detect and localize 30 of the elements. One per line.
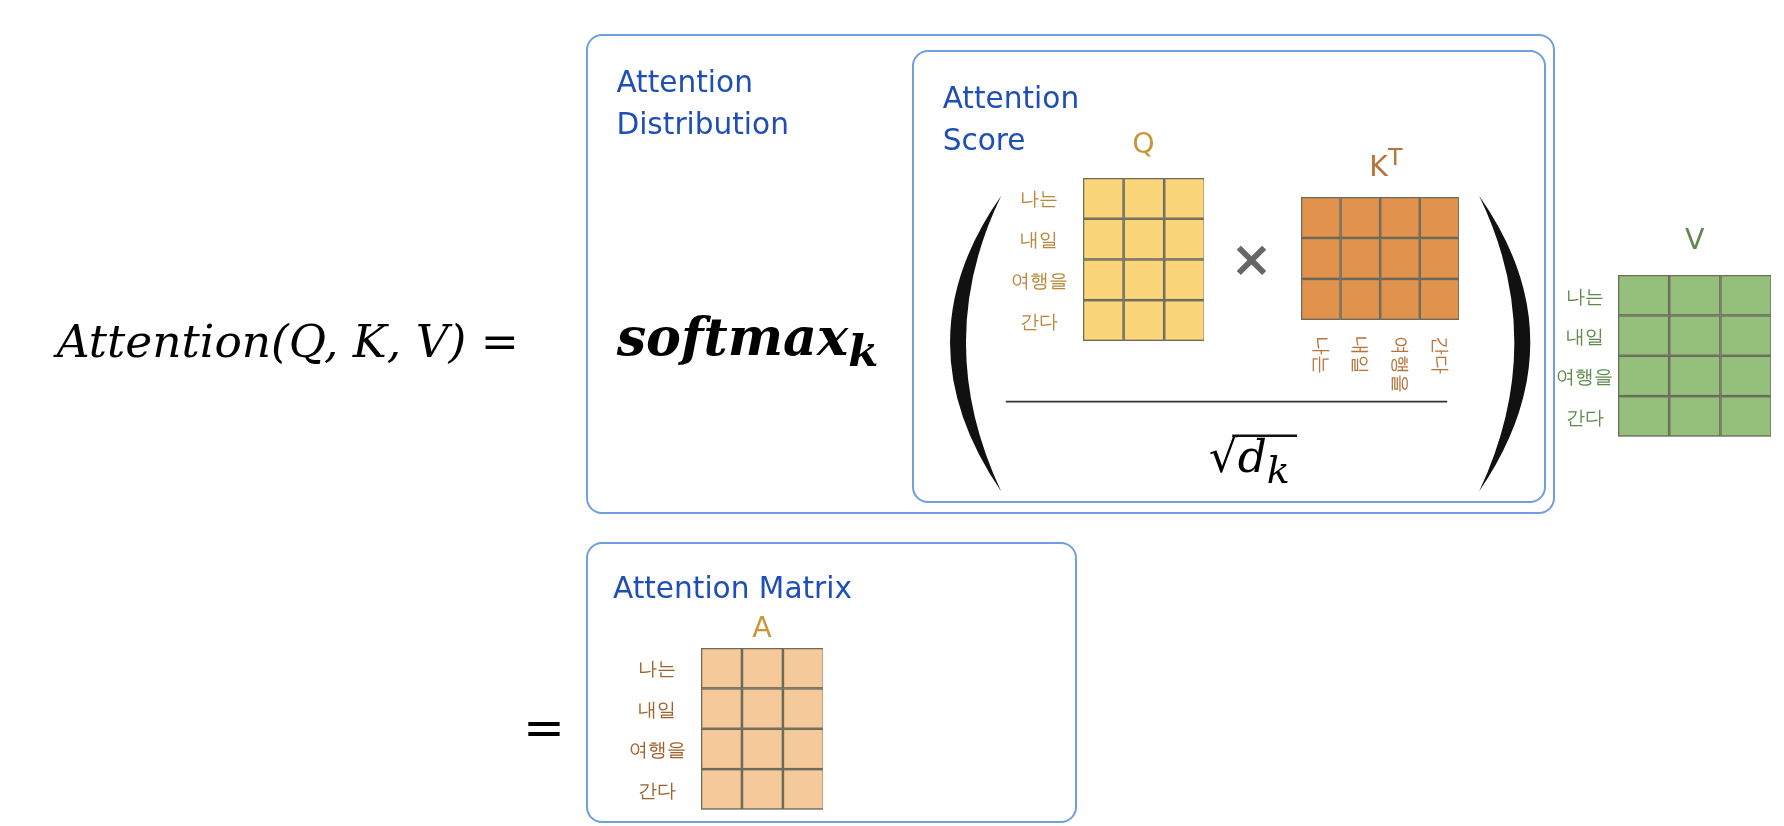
group-box: [585, 541, 1078, 823]
row-label: 여행을: [1556, 363, 1614, 390]
row-label: 내일: [1020, 226, 1059, 253]
group-box: [912, 49, 1546, 503]
row-label: 나는: [1020, 185, 1059, 212]
matrix-label: Q: [1132, 126, 1155, 160]
row-label: 간다: [638, 777, 677, 804]
formula-text: √d$_{k}$: [1208, 430, 1290, 492]
column-label: 여행을: [1387, 336, 1413, 394]
row-label: 내일: [638, 696, 677, 723]
box-title: Attention Distribution: [616, 64, 790, 144]
row-label: 여행을: [628, 736, 686, 763]
box-title: Attention Matrix: [612, 570, 853, 608]
equals-sign: =: [522, 699, 565, 758]
group-box: [585, 34, 1556, 515]
matrix-label: K$^{T}$: [1369, 143, 1403, 183]
row-label: 여행을: [1010, 267, 1068, 294]
column-label: 간다: [1427, 336, 1453, 375]
matrix-label: A: [752, 610, 772, 644]
row-label: 나는: [638, 655, 677, 682]
row-label: 내일: [1565, 323, 1604, 350]
row-label: 간다: [1020, 308, 1059, 335]
box-title: Attention Score: [942, 79, 1081, 159]
row-label: 나는: [1565, 283, 1604, 310]
multiply-sign: ×: [1230, 230, 1273, 289]
matrix-label: V: [1684, 222, 1705, 256]
formula-text: softmax$_{k}$: [616, 306, 879, 377]
row-label: 간다: [1565, 404, 1604, 431]
column-label: 나는: [1308, 336, 1334, 375]
column-label: 내일: [1347, 336, 1373, 375]
